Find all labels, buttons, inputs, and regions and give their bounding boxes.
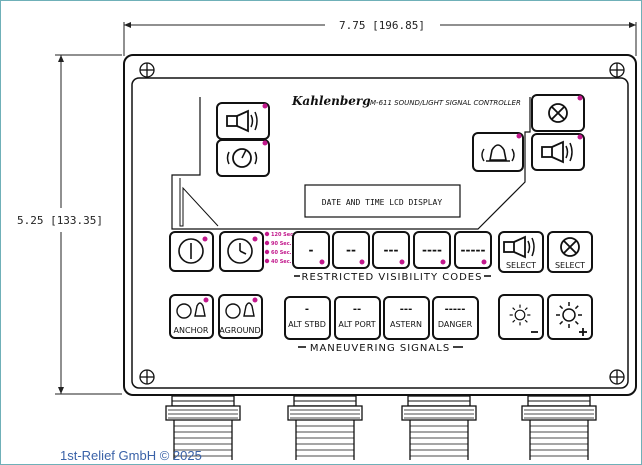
anchor-button[interactable]: ANCHOR	[169, 294, 214, 339]
maneuver-code: ---	[400, 304, 412, 315]
whistle-icon	[232, 148, 252, 168]
screw-icon	[139, 62, 155, 78]
anchor-icon	[176, 303, 192, 319]
maneuver-code: --	[353, 304, 361, 315]
clock-icon	[227, 238, 253, 264]
width-dimension-label: 7.75 [196.85]	[339, 19, 425, 32]
screw-icon	[139, 369, 155, 385]
maneuver-code: -----	[445, 304, 466, 315]
code-button[interactable]: -----	[454, 231, 492, 269]
height-dimension-label: 5.25 [133.35]	[17, 214, 103, 227]
led-indicator	[262, 103, 268, 109]
maneuvering-signals-label: MANEUVERING SIGNALS	[310, 343, 450, 354]
code-button[interactable]: -	[292, 231, 330, 269]
code-button[interactable]: ----	[413, 231, 451, 269]
panel-outline	[171, 97, 531, 230]
led-indicator	[252, 297, 258, 303]
led-indicator	[481, 259, 487, 265]
code-label: --	[346, 243, 356, 257]
anchor-label: ANCHOR	[174, 326, 209, 335]
cable-gland	[165, 395, 241, 460]
aground-icon	[225, 303, 241, 319]
code-label: -	[309, 243, 314, 257]
maneuver-button-astern[interactable]: --- ASTERN	[383, 296, 430, 340]
lcd-text: DATE AND TIME LCD DISPLAY	[322, 198, 443, 207]
maneuver-button-alt-port[interactable]: -- ALT PORT	[334, 296, 381, 340]
led-indicator	[202, 236, 208, 242]
brand-logo: Kahlenberg	[291, 94, 371, 108]
timer-button[interactable]	[219, 231, 264, 272]
screw-icon	[609, 62, 625, 78]
timer-label: 40 Sec.	[271, 259, 292, 265]
select-label: SELECT	[555, 261, 585, 270]
maneuver-code: -	[305, 304, 309, 315]
timer-label: 120 Sec.	[271, 232, 295, 238]
bell-icon	[243, 302, 255, 317]
aground-label: AGROUND	[219, 326, 260, 335]
led-indicator	[203, 297, 209, 303]
maneuver-label: DANGER	[438, 320, 473, 329]
height-dimension: 5.25 [133.35]	[17, 54, 122, 395]
timer-label: 90 Sec.	[271, 241, 292, 247]
maneuver-label: ASTERN	[390, 320, 422, 329]
led-indicator	[252, 236, 258, 242]
bell-icon	[194, 302, 206, 317]
lcd-display	[304, 184, 461, 218]
enclosure-inner	[131, 77, 629, 389]
led-indicator	[577, 134, 583, 140]
horn-select-button[interactable]: SELECT	[498, 231, 544, 273]
maneuver-button-danger[interactable]: ----- DANGER	[432, 296, 479, 340]
screw-icon	[609, 369, 625, 385]
brightness-down-button[interactable]	[498, 294, 544, 340]
bell-icon	[489, 144, 507, 161]
model-title: M-611 SOUND/LIGHT SIGNAL CONTROLLER	[370, 99, 521, 107]
code-label: ---	[384, 243, 399, 257]
maneuver-button-alt-stbd[interactable]: - ALT STBD	[284, 296, 331, 340]
code-label: -----	[461, 243, 486, 257]
led-indicator	[262, 140, 268, 146]
timer-item: 90 Sec.	[264, 240, 292, 247]
led-indicator	[359, 259, 365, 265]
copyright-text: 1st-Relief GmbH © 2025	[60, 448, 202, 463]
power-button[interactable]	[169, 231, 214, 272]
timer-list: 120 Sec. 90 Sec. 60 Sec. 40 Sec.	[264, 231, 295, 265]
light-select-button[interactable]: SELECT	[547, 231, 593, 273]
panel-inner-cut	[179, 178, 219, 227]
power-icon	[178, 238, 204, 264]
timer-item: 40 Sec.	[264, 258, 292, 265]
restricted-visibility-label: RESTRICTED VISIBILITY CODES	[302, 272, 483, 283]
horn-button[interactable]	[216, 102, 270, 140]
cable-gland	[287, 395, 363, 460]
light-button[interactable]	[531, 94, 585, 132]
led-indicator	[577, 95, 583, 101]
led-indicator	[440, 259, 446, 265]
timer-item: 120 Sec.	[264, 231, 295, 238]
width-dimension: 7.75 [196.85]	[123, 19, 637, 56]
whistle-button[interactable]	[216, 139, 270, 177]
led-indicator	[319, 259, 325, 265]
timer-item: 60 Sec.	[264, 249, 292, 256]
horn-button-right[interactable]	[531, 133, 585, 171]
timer-label: 60 Sec.	[271, 250, 292, 256]
maneuver-label: ALT PORT	[338, 320, 375, 329]
code-button[interactable]: ---	[372, 231, 410, 269]
maneuver-label: ALT STBD	[288, 320, 326, 329]
bell-button[interactable]	[472, 132, 524, 172]
code-label: ----	[422, 243, 442, 257]
brightness-up-button[interactable]	[547, 294, 593, 340]
led-indicator	[399, 259, 405, 265]
select-label: SELECT	[506, 261, 536, 270]
led-indicator	[516, 133, 522, 139]
aground-button[interactable]: AGROUND	[218, 294, 263, 339]
cable-gland	[401, 395, 477, 460]
code-button[interactable]: --	[332, 231, 370, 269]
cable-gland	[521, 395, 597, 460]
